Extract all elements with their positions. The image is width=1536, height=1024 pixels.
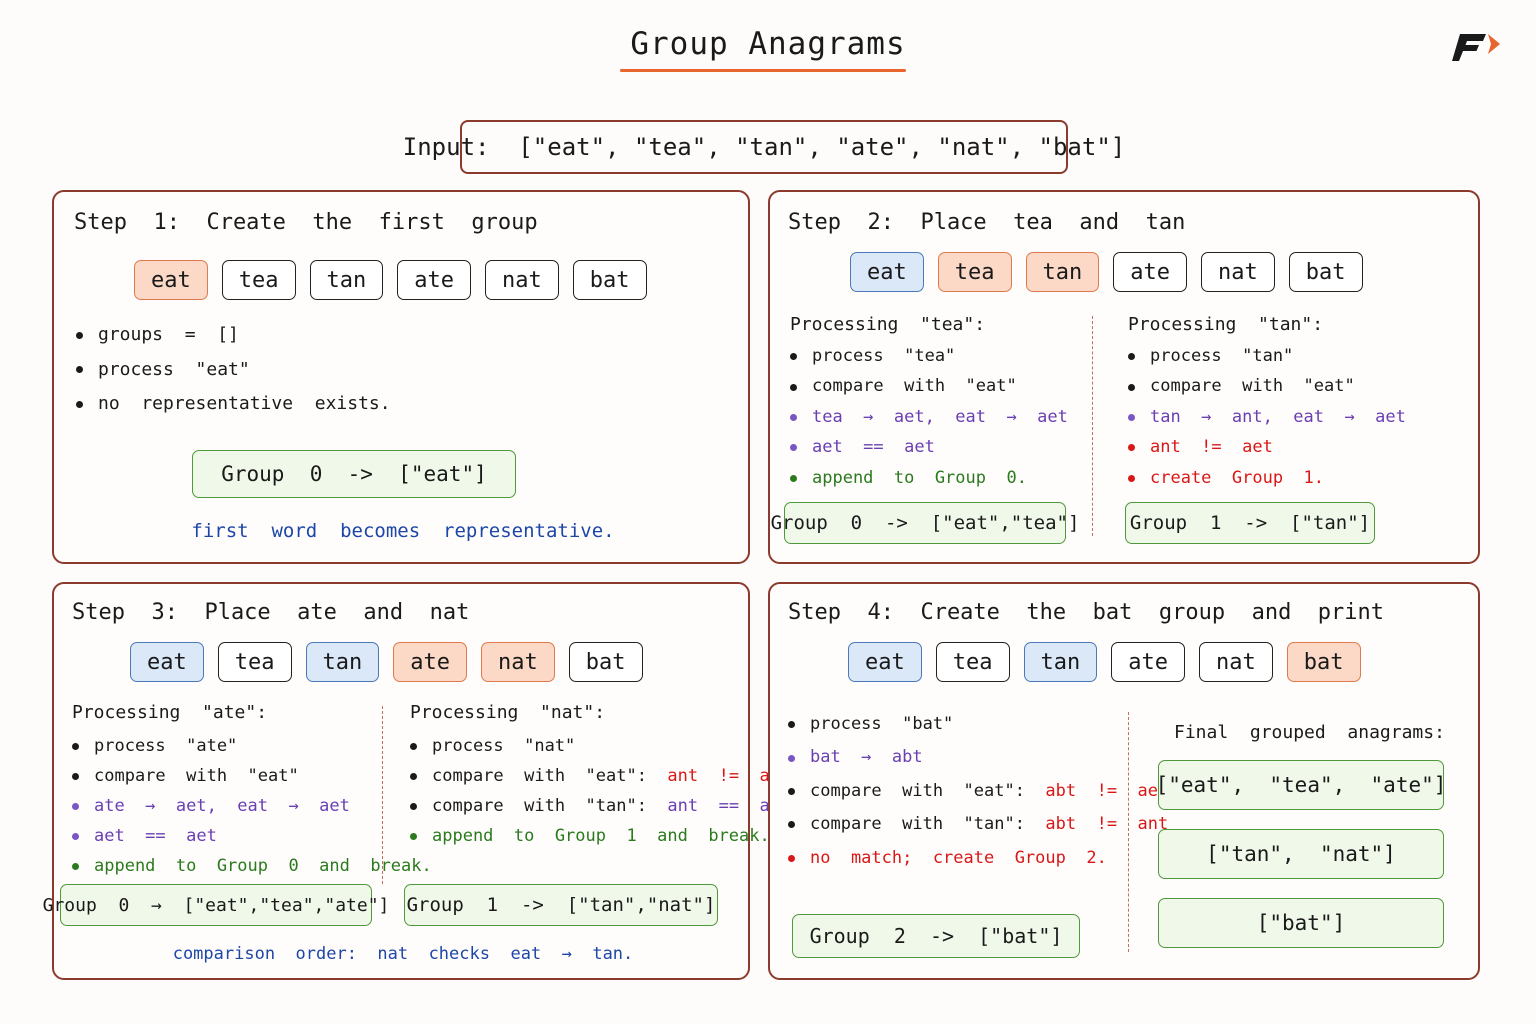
word-chip-tea: tea — [937, 252, 1012, 292]
step-3-title: Step 3: Place ate and nat — [72, 600, 470, 625]
list-item: no match; create Group 2. — [784, 848, 1168, 868]
word-chip-nat: nat — [485, 260, 559, 300]
processing-tea-heading: Processing "tea": — [790, 314, 986, 335]
step-1-title: Step 1: Create the first group — [74, 210, 538, 235]
processing-tan-heading: Processing "tan": — [1128, 314, 1324, 335]
processing-ate-heading: Processing "ate": — [72, 702, 268, 723]
compare-label: compare with "eat": — [432, 765, 647, 786]
word-chip-ate: ate — [393, 642, 467, 682]
processing-ate-list: process "ate" compare with "eat" ate → a… — [68, 736, 432, 885]
step-4-title: Step 4: Create the bat group and print — [788, 600, 1385, 625]
word-chip-bat: bat — [572, 260, 647, 300]
list-item: process "tan" — [1124, 346, 1406, 366]
word-chip-tan: tan — [305, 642, 380, 682]
dashed-divider — [382, 706, 383, 884]
list-item: groups = [] — [72, 324, 391, 346]
compare-label: compare with "tan": — [810, 814, 1025, 835]
list-item: compare with "eat" — [1124, 376, 1406, 396]
word-chip-tan: tan — [1025, 252, 1100, 292]
list-item: tea → aet, eat → aet — [786, 407, 1068, 427]
compare-result: abt != ant — [1045, 814, 1169, 835]
group-1-result: Group 1 -> ["tan","nat"] — [404, 884, 718, 926]
group-1-result: Group 1 -> ["tan"] — [1125, 502, 1375, 544]
list-item: ate → aet, eat → aet — [68, 796, 432, 816]
word-chip-eat: eat — [134, 260, 208, 300]
compare-label: compare with "eat": — [810, 780, 1025, 801]
word-chip-eat: eat — [848, 642, 922, 682]
step-1-bullets: groups = [] process "eat" no representat… — [72, 324, 391, 428]
list-item: compare with "tan": abt != ant — [784, 814, 1168, 834]
list-item: process "nat" — [406, 736, 790, 756]
word-chip-tea: tea — [217, 642, 292, 682]
processing-nat-list: process "nat" compare with "eat": ant !=… — [406, 736, 790, 856]
word-chip-eat: eat — [130, 642, 204, 682]
word-chip-tan: tan — [309, 260, 384, 300]
processing-tea-list: process "tea" compare with "eat" tea → a… — [786, 346, 1068, 498]
processing-tan-list: process "tan" compare with "eat" tan → a… — [1124, 346, 1406, 498]
final-group: ["eat", "tea", "ate"] — [1156, 760, 1446, 810]
word-chip-tea: tea — [935, 642, 1010, 682]
step-2-title: Step 2: Place tea and tan — [788, 210, 1186, 235]
list-item: aet == aet — [68, 826, 432, 846]
page-title: Group Anagrams — [630, 26, 906, 62]
step-1-note: first word becomes representative. — [191, 520, 615, 542]
compare-label: compare with "tan": — [432, 795, 647, 816]
list-item: tan → ant, eat → aet — [1124, 407, 1406, 427]
list-item: process "ate" — [68, 736, 432, 756]
list-item: process "bat" — [784, 714, 1168, 734]
list-item: create Group 1. — [1124, 468, 1406, 488]
input-array: Input: ["eat", "tea", "tan", "ate", "nat… — [403, 120, 1125, 174]
word-chip-bat: bat — [1288, 252, 1363, 292]
title-underline — [620, 69, 906, 72]
word-chip-nat: nat — [481, 642, 555, 682]
list-item: aet == aet — [786, 437, 1068, 457]
word-chip-ate: ate — [397, 260, 471, 300]
final-group: ["bat"] — [1158, 898, 1444, 948]
list-item: process "tea" — [786, 346, 1068, 366]
list-item: compare with "eat": ant != aet — [406, 766, 790, 786]
word-chip-eat: eat — [850, 252, 924, 292]
list-item: compare with "eat": abt != aet — [784, 781, 1168, 801]
word-chip-nat: nat — [1199, 642, 1273, 682]
word-chip-ate: ate — [1113, 252, 1187, 292]
list-item: compare with "tan": ant == ant — [406, 796, 790, 816]
list-item: ant != aet — [1124, 437, 1406, 457]
group-0-result: Group 0 -> ["eat"] — [192, 450, 516, 498]
word-chip-bat: bat — [568, 642, 643, 682]
list-item: append to Group 0 and break. — [68, 856, 432, 876]
dashed-divider — [1092, 316, 1093, 536]
group-0-result: Group 0 → ["eat","tea","ate"] — [43, 884, 389, 926]
list-item: compare with "eat" — [68, 766, 432, 786]
dashed-divider — [1128, 712, 1129, 952]
final-group: ["tan", "nat"] — [1158, 829, 1444, 879]
compare-result: abt != aet — [1045, 780, 1169, 801]
word-chip-tan: tan — [1023, 642, 1098, 682]
processing-nat-heading: Processing "nat": — [410, 702, 606, 723]
step-4-panel: Step 4: Create the bat group and print e… — [768, 582, 1480, 980]
group-0-result: Group 0 -> ["eat","tea"] — [771, 502, 1079, 544]
final-heading: Final grouped anagrams: — [1174, 722, 1445, 743]
list-item: no representative exists. — [72, 393, 391, 415]
processing-bat-list: process "bat" bat → abt compare with "ea… — [784, 714, 1168, 881]
group-2-result: Group 2 -> ["bat"] — [792, 914, 1080, 958]
list-item: process "eat" — [72, 359, 391, 381]
word-chip-ate: ate — [1111, 642, 1185, 682]
list-item: bat → abt — [784, 747, 1168, 767]
list-item: append to Group 1 and break. — [406, 826, 790, 846]
list-item: compare with "eat" — [786, 376, 1068, 396]
brand-logo-icon — [1452, 34, 1500, 61]
list-item: append to Group 0. — [786, 468, 1068, 488]
word-chip-nat: nat — [1201, 252, 1275, 292]
word-chip-tea: tea — [221, 260, 296, 300]
word-chip-bat: bat — [1286, 642, 1361, 682]
step-3-note: comparison order: nat checks eat → tan. — [172, 944, 634, 964]
